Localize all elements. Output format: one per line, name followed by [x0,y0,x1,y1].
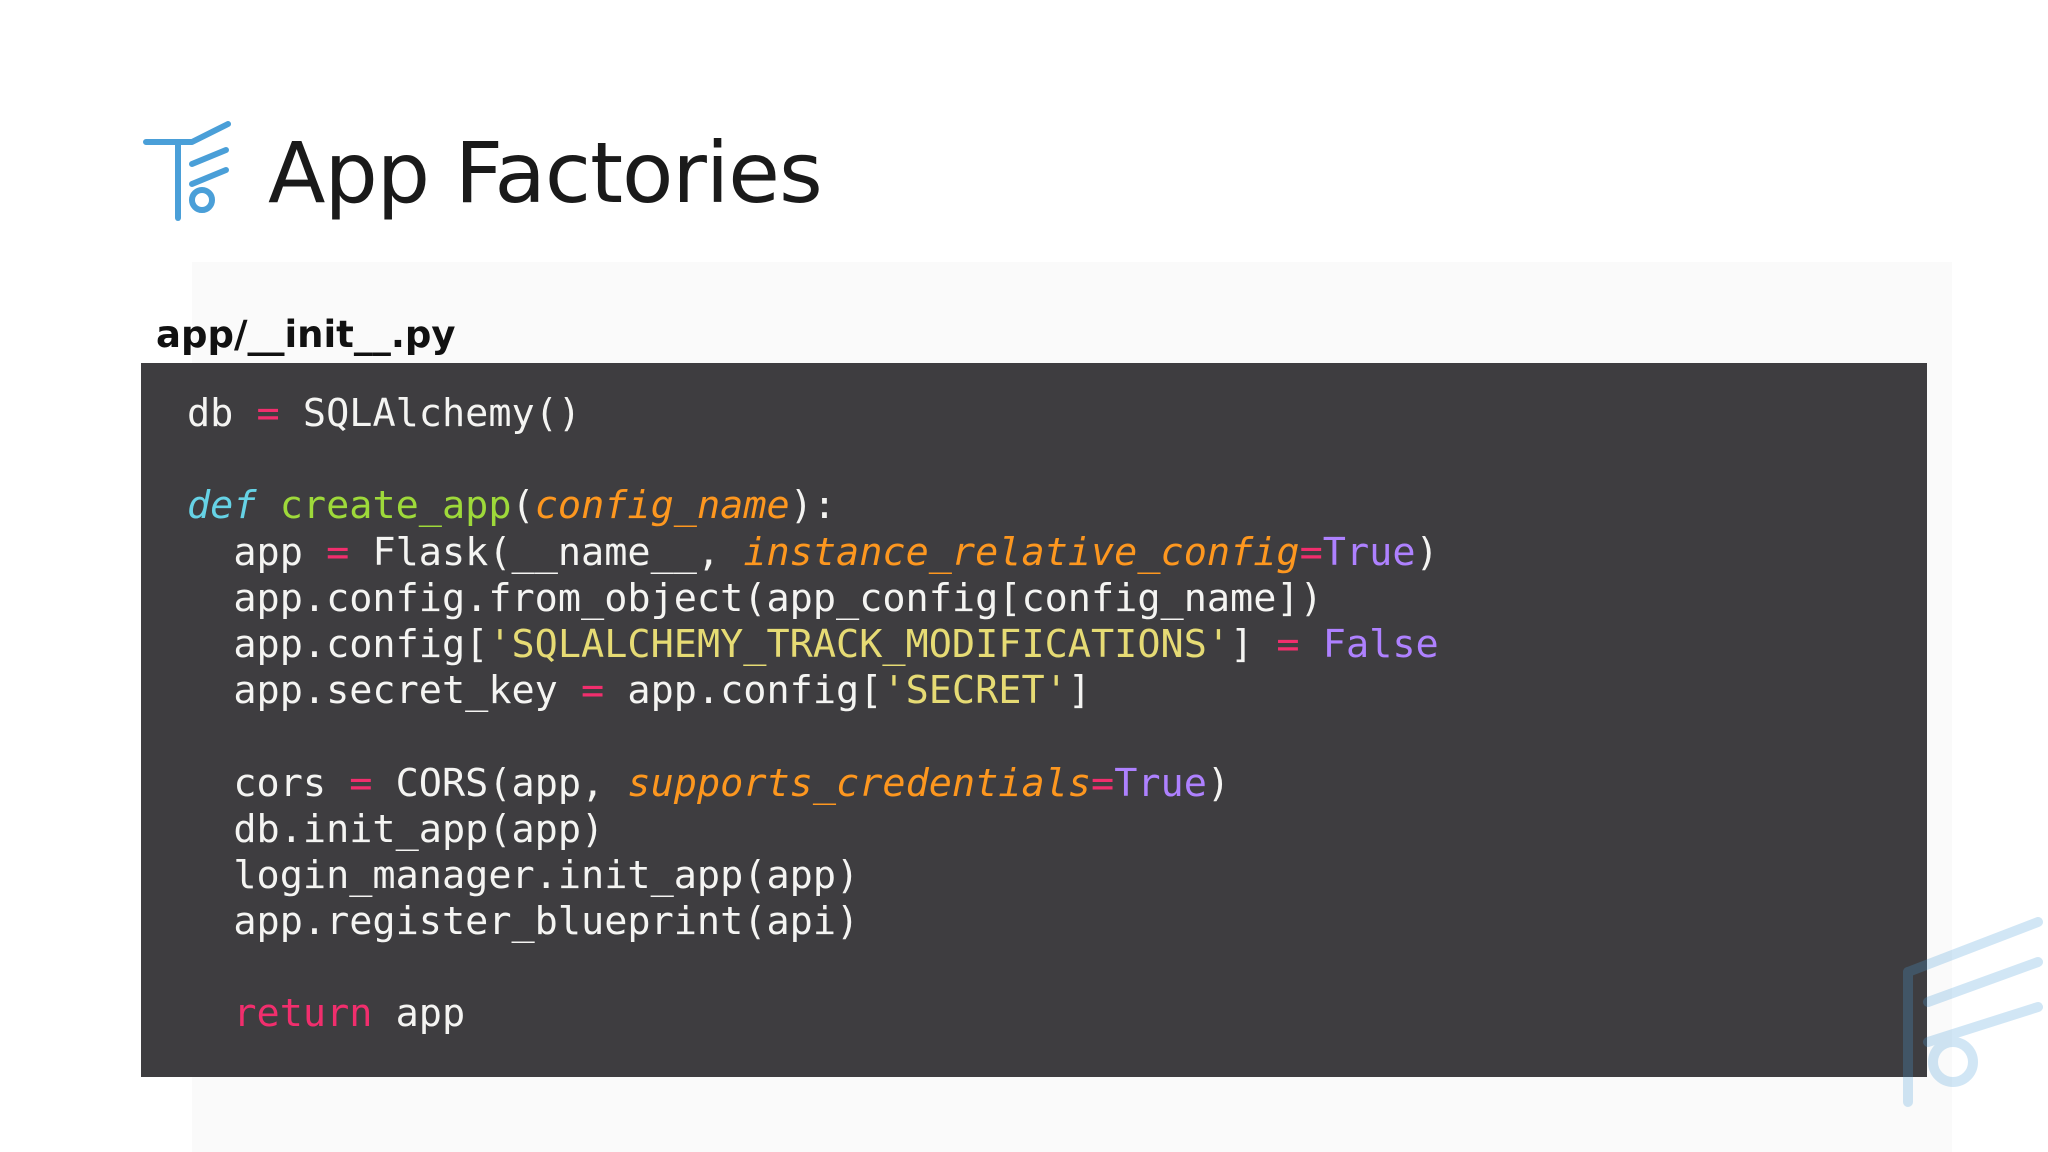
code-line-2 [187,437,1439,483]
code-line-14: return app [233,991,466,1037]
code-line-5: app.config.from_object(app_config[config… [187,575,1323,621]
tf-logo-icon [143,121,231,221]
code-filename-label: app/__init__.py [156,313,456,356]
code-block: db = SQLAlchemy() def create_app(config_n… [141,363,1927,1077]
code-line-10: db.init_app(app) [187,806,605,852]
code-line-8 [187,714,1439,760]
code-line-7: app.secret_key = app.config['SECRET'] [187,668,1092,714]
code-line-12: app.register_blueprint(api) [187,899,860,945]
code-line-9: cors = CORS(app, supports_credentials=Tr… [187,760,1231,806]
tf-logo-watermark-icon [1903,917,2043,1107]
code-line-4: app = Flask(__name__, instance_relative_… [187,529,1439,575]
code-line-13 [187,945,1439,991]
slide-title: App Factories [268,124,823,222]
code-line-1: db = SQLAlchemy() [187,391,582,436]
code-line-3: def create_app(config_name): [187,483,837,529]
code-line-6: app.config['SQLALCHEMY_TRACK_MODIFICATIO… [187,621,1439,667]
code-content: db = SQLAlchemy() def create_app(config_n… [187,391,1439,1038]
code-line-11: login_manager.init_app(app) [187,852,860,898]
